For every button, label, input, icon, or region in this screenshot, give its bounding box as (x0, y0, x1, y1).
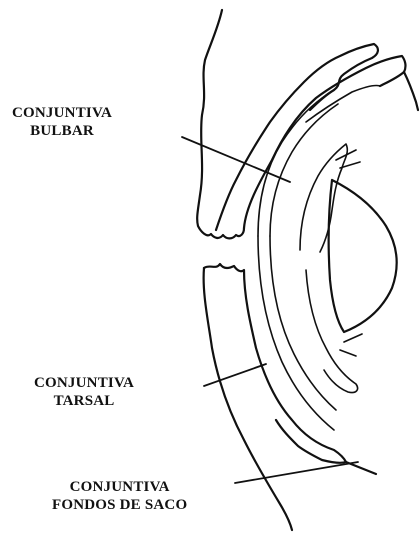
label-tarsal-line2: TARSAL (34, 392, 134, 410)
label-bulbar: CONJUNTIVA BULBAR (12, 104, 112, 140)
leader-tarsal (204, 364, 266, 386)
label-tarsal-line1: CONJUNTIVA (34, 374, 134, 392)
label-bulbar-line2: BULBAR (12, 122, 112, 140)
label-tarsal: CONJUNTIVA TARSAL (34, 374, 134, 410)
upper-scleral-fold (300, 144, 347, 252)
label-bulbar-line1: CONJUNTIVA (12, 104, 112, 122)
label-fondos-line1: CONJUNTIVA (52, 478, 187, 496)
cornea (329, 180, 397, 332)
label-fondos: CONJUNTIVA FONDOS DE SACO (52, 478, 187, 514)
lower-conjunctiva-outer (258, 236, 334, 430)
upper-tarsus (216, 44, 378, 230)
lower-conjunctiva-inner (270, 236, 336, 410)
upper-eyelid (244, 56, 405, 228)
right-upper-lid (404, 72, 418, 110)
leader-fondos (235, 462, 358, 483)
face-contour (197, 10, 244, 238)
label-fondos-line2: FONDOS DE SACO (52, 496, 187, 514)
leader-bulbar (182, 137, 290, 182)
